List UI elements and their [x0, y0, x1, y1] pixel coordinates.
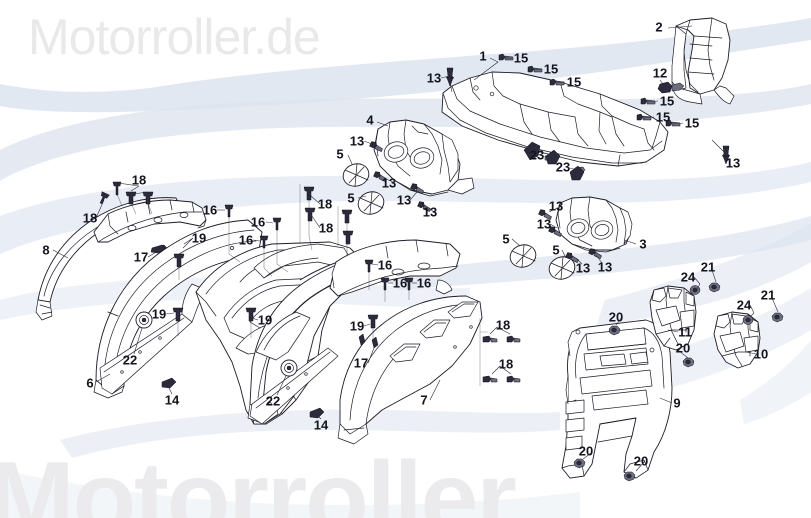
callout-15: 15	[684, 115, 700, 131]
callout-7: 7	[420, 392, 428, 408]
callout-5: 5	[502, 231, 510, 247]
leader-lines	[52, 25, 779, 472]
callout-5: 5	[347, 190, 355, 206]
part-2-seat-back-bracket	[671, 17, 735, 105]
callout-13: 13	[548, 198, 564, 214]
callout-24: 24	[736, 297, 752, 313]
callout-18: 18	[82, 210, 98, 226]
callout-5: 5	[336, 146, 344, 162]
callout-10: 10	[753, 346, 769, 362]
callout-15: 15	[513, 50, 529, 66]
callout-18: 18	[498, 356, 514, 372]
callout-13: 13	[381, 175, 397, 191]
fastener-20-nut	[573, 325, 695, 482]
callout-21: 21	[700, 259, 716, 275]
part-1-front-frame-rail	[441, 71, 669, 167]
fastener-23-clip	[523, 141, 586, 181]
part-9-rear-carrier	[561, 319, 673, 479]
fastener-13-screw	[369, 67, 731, 263]
part-12-clip	[657, 81, 685, 94]
callout-19: 19	[151, 306, 167, 322]
callout-18: 18	[317, 196, 333, 212]
callout-19: 19	[257, 312, 273, 328]
fastener-16-push-rivet	[224, 204, 414, 291]
callout-6: 6	[86, 375, 94, 391]
callout-16: 16	[202, 202, 218, 218]
callout-22: 22	[265, 393, 281, 409]
callout-20: 20	[633, 453, 649, 469]
callout-13: 13	[597, 259, 613, 275]
callout-20: 20	[608, 309, 624, 325]
callout-24: 24	[680, 269, 696, 285]
fastener-18-screw-washer	[99, 181, 521, 383]
callout-1: 1	[479, 48, 487, 64]
callout-16: 16	[250, 214, 266, 230]
callout-13: 13	[426, 70, 442, 86]
callout-8: 8	[42, 242, 50, 258]
callout-3: 3	[639, 236, 647, 252]
fastener-17-rivet	[150, 244, 379, 349]
callout-23: 23	[555, 159, 571, 175]
callout-13: 13	[575, 260, 591, 276]
callout-20: 20	[578, 443, 594, 459]
callout-13: 13	[536, 216, 552, 232]
callout-17: 17	[353, 355, 369, 371]
callout-16: 16	[416, 275, 432, 291]
right-body-upper-panel	[329, 239, 461, 297]
callout-11: 11	[678, 324, 692, 340]
callout-23: 23	[529, 147, 545, 163]
callout-19: 19	[349, 318, 365, 334]
callout-12: 12	[652, 65, 668, 81]
part-11-left-hinge-bracket	[649, 285, 697, 351]
callout-2: 2	[655, 19, 663, 35]
callout-4: 4	[366, 112, 374, 128]
callout-17: 17	[133, 249, 149, 265]
fastener-19-push-rivet	[172, 253, 379, 329]
callout-14: 14	[313, 417, 329, 433]
callout-15: 15	[566, 74, 582, 90]
callout-19: 19	[191, 230, 207, 246]
callout-18: 18	[318, 220, 334, 236]
callout-bracket	[299, 184, 488, 386]
callout-16: 16	[377, 257, 393, 273]
part-4-left-headlight-housing	[373, 119, 475, 197]
part-3-right-headlight-housing	[555, 196, 633, 253]
callout-16: 16	[238, 232, 254, 248]
callout-14: 14	[164, 392, 180, 408]
callout-21: 21	[760, 287, 776, 303]
callout-15: 15	[659, 93, 675, 109]
callout-18: 18	[131, 172, 147, 188]
callout-13: 13	[396, 192, 412, 208]
callout-9: 9	[673, 395, 681, 411]
part-5-headlight-bulb	[342, 163, 576, 280]
callout-15: 15	[543, 61, 559, 77]
callout-13: 13	[422, 204, 438, 220]
callout-18: 18	[495, 317, 511, 333]
callout-5: 5	[552, 242, 560, 258]
callout-15: 15	[655, 109, 671, 125]
callout-13: 13	[725, 155, 741, 171]
callout-13: 13	[349, 133, 365, 149]
callout-20: 20	[675, 340, 691, 356]
part-7-right-step-board	[337, 295, 483, 445]
callout-22: 22	[122, 352, 138, 368]
callout-16: 16	[392, 275, 408, 291]
